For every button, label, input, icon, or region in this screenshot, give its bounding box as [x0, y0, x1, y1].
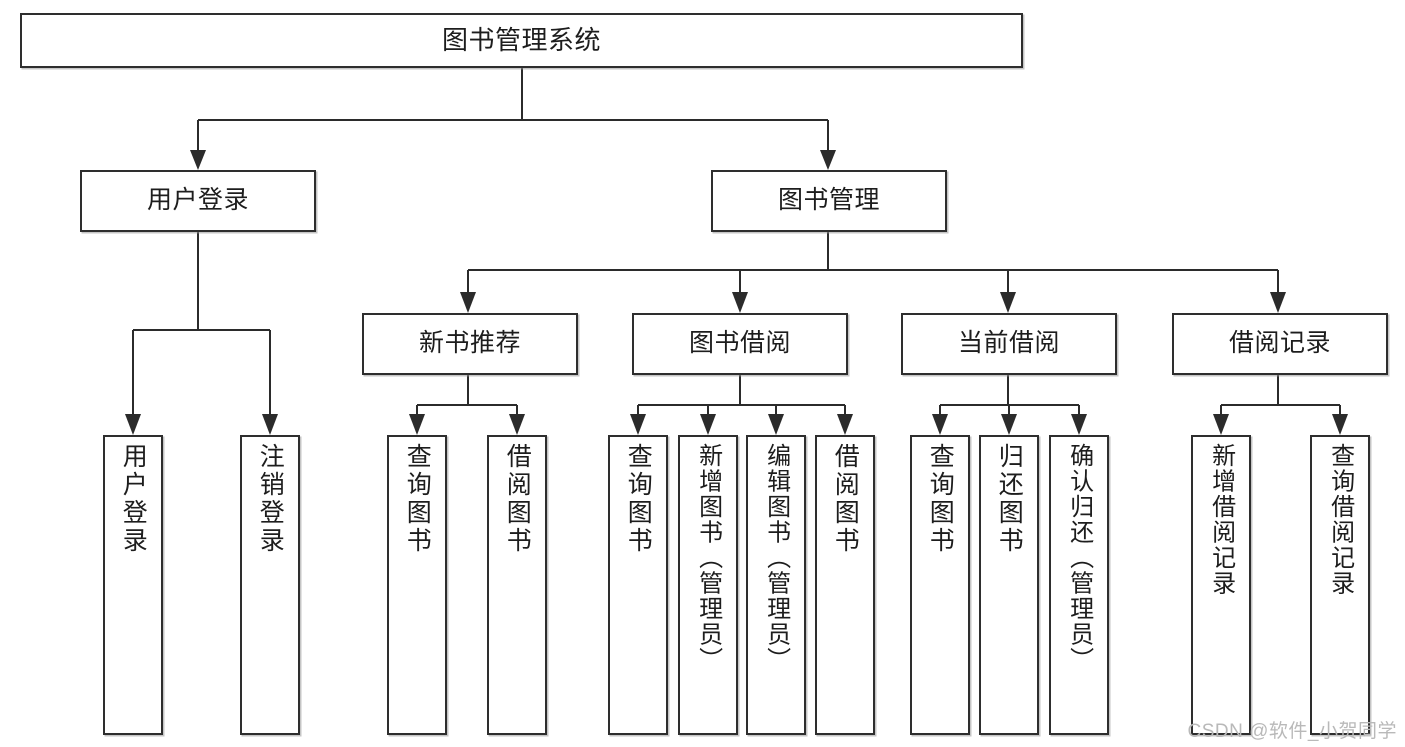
arrowhead-bookborrow-leaf4 — [837, 414, 853, 435]
node-user-login[interactable]: 用户登录 — [80, 170, 316, 232]
node-label: 借阅图书 — [831, 443, 860, 555]
node-label: 借阅图书 — [503, 443, 532, 555]
arrowhead-borrow-record — [1270, 292, 1286, 313]
node-label: 查询图书 — [926, 443, 955, 555]
node-leaf-query-book-borrow[interactable]: 查询图书 — [608, 435, 668, 735]
node-leaf-borrow-book-newrec[interactable]: 借阅图书 — [487, 435, 547, 735]
node-label: 图书借阅 — [688, 329, 791, 358]
node-label: 新增图书（管理员） — [694, 443, 722, 673]
node-label: 图书管理系统 — [441, 25, 601, 56]
node-label: 新增借阅记录 — [1207, 443, 1235, 596]
arrowhead-bookborrow-leaf2 — [700, 414, 716, 435]
arrowhead-currentborrow-leaf1 — [932, 414, 948, 435]
arrowhead-book-borrow — [732, 292, 748, 313]
arrowhead-newbook-leaf1 — [409, 414, 425, 435]
node-label: 当前借阅 — [957, 329, 1060, 358]
node-label: 归还图书 — [995, 443, 1024, 555]
arrowhead-currentborrow-leaf2 — [1001, 414, 1017, 435]
node-book-management[interactable]: 图书管理 — [711, 170, 947, 232]
arrowhead-leaf-logout — [262, 414, 278, 435]
node-label: 新书推荐 — [418, 329, 521, 358]
arrowhead-borrowrecord-leaf1 — [1213, 414, 1229, 435]
arrowhead-leaf-user-login — [125, 414, 141, 435]
node-label: 查询借阅记录 — [1326, 443, 1354, 596]
node-label: 借阅记录 — [1228, 329, 1331, 358]
node-leaf-user-login[interactable]: 用户登录 — [103, 435, 163, 735]
arrowhead-newbook-leaf2 — [509, 414, 525, 435]
node-borrow-record[interactable]: 借阅记录 — [1172, 313, 1388, 375]
arrowhead-book-manage — [820, 150, 836, 170]
node-leaf-query-book-newrec[interactable]: 查询图书 — [387, 435, 447, 735]
node-book-borrow[interactable]: 图书借阅 — [632, 313, 848, 375]
arrowhead-currentborrow-leaf3 — [1071, 414, 1087, 435]
node-leaf-query-book-current[interactable]: 查询图书 — [910, 435, 970, 735]
node-label: 用户登录 — [146, 186, 249, 215]
node-label: 查询图书 — [403, 443, 432, 555]
node-leaf-confirm-return-admin[interactable]: 确认归还（管理员） — [1049, 435, 1109, 735]
node-leaf-add-borrow-record[interactable]: 新增借阅记录 — [1191, 435, 1251, 735]
arrowhead-borrowrecord-leaf2 — [1332, 414, 1348, 435]
arrowhead-new-book-rec — [460, 292, 476, 313]
node-leaf-edit-book-admin[interactable]: 编辑图书（管理员） — [746, 435, 806, 735]
node-current-borrow[interactable]: 当前借阅 — [901, 313, 1117, 375]
arrowhead-current-borrow — [1000, 292, 1016, 313]
node-label: 注销登录 — [256, 443, 285, 555]
node-leaf-return-book[interactable]: 归还图书 — [979, 435, 1039, 735]
arrowhead-user-login — [190, 150, 206, 170]
node-leaf-logout[interactable]: 注销登录 — [240, 435, 300, 735]
watermark-text: CSDN @软件_小贺同学 — [1187, 721, 1397, 742]
node-label: 确认归还（管理员） — [1065, 443, 1093, 673]
node-label: 用户登录 — [119, 443, 148, 555]
arrowhead-bookborrow-leaf3 — [768, 414, 784, 435]
node-leaf-add-book-admin[interactable]: 新增图书（管理员） — [678, 435, 738, 735]
node-label: 图书管理 — [777, 186, 880, 215]
node-label: 查询图书 — [624, 443, 653, 555]
node-root-book-management-system[interactable]: 图书管理系统 — [20, 13, 1023, 68]
node-new-book-recommend[interactable]: 新书推荐 — [362, 313, 578, 375]
node-leaf-query-borrow-record[interactable]: 查询借阅记录 — [1310, 435, 1370, 735]
arrowhead-bookborrow-leaf1 — [630, 414, 646, 435]
node-label: 编辑图书（管理员） — [762, 443, 790, 673]
node-leaf-borrow-book[interactable]: 借阅图书 — [815, 435, 875, 735]
